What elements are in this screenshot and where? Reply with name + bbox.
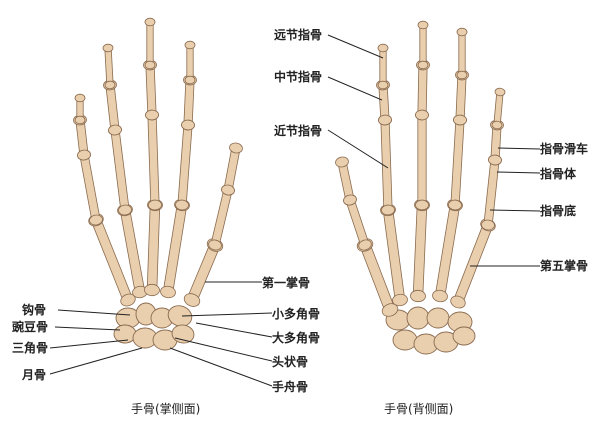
- phalanx-bone: [74, 93, 86, 125]
- label-trapezium: 大多角骨: [272, 331, 321, 345]
- label-first-metacarpal: 第一掌骨: [262, 276, 311, 290]
- leader-line: [174, 337, 273, 362]
- palmar-hand-skeleton: [73, 17, 243, 351]
- phalanx-bone: [380, 203, 408, 307]
- label-phalanx-base: 指骨底: [540, 204, 577, 218]
- thumb-bone: [221, 142, 243, 196]
- dorsal-hand-skeleton: [335, 20, 506, 355]
- label-trapezoid: 小多角骨: [272, 307, 321, 321]
- leader-line: [169, 347, 273, 387]
- phalanx-bone: [144, 198, 163, 297]
- phalanx-bone: [378, 114, 395, 216]
- phalanx-bone: [417, 20, 429, 70]
- phalanx-bone: [410, 198, 430, 303]
- caption-palmar-view: 手骨(掌侧面): [131, 402, 201, 416]
- carpal-bone: [392, 329, 418, 351]
- carpal-bone: [167, 305, 193, 327]
- leader-line: [195, 322, 273, 338]
- leader-line: [489, 209, 541, 212]
- label-scaphoid: 手舟骨: [272, 380, 309, 394]
- phalanx-bone: [448, 114, 467, 211]
- leader-line: [49, 347, 143, 375]
- leader-line: [327, 34, 384, 59]
- carpal-bone: [406, 306, 430, 330]
- leader-line: [57, 309, 131, 316]
- leader-line: [54, 326, 121, 331]
- leader-line: [497, 147, 541, 150]
- phalanx-bone: [184, 40, 196, 85]
- phalanx-bone: [77, 149, 103, 226]
- label-phalanx-trochlea: 指骨滑车: [540, 142, 589, 156]
- phalanx-bone: [175, 119, 195, 211]
- label-triquetrum: 三角骨: [12, 341, 49, 355]
- label-hamate: 钩骨: [22, 303, 47, 317]
- leader-line: [327, 76, 383, 101]
- phalanx-bone: [481, 154, 502, 231]
- label-proximal-phalanx: 近节指骨: [274, 124, 323, 138]
- label-pisiform: 豌豆骨: [12, 320, 49, 334]
- label-lunate: 月骨: [22, 368, 47, 382]
- phalanx-bone: [102, 43, 116, 90]
- phalanx-bone: [456, 27, 468, 80]
- label-leader-lines: [49, 34, 541, 387]
- leader-line: [496, 171, 541, 174]
- caption-dorsal-view: 手骨(背侧面): [384, 402, 454, 416]
- carpal-bone: [426, 307, 450, 329]
- label-capitate: 头状骨: [272, 355, 309, 369]
- label-middle-phalanx: 中节指骨: [274, 70, 323, 84]
- phalanx-bone: [415, 109, 429, 211]
- leader-line: [327, 129, 389, 169]
- thumb-bone: [335, 156, 357, 206]
- phalanx-bone: [144, 17, 156, 70]
- phalanx-bone: [145, 109, 162, 211]
- phalanx-bone: [491, 87, 506, 130]
- label-fifth-metacarpal: 第五掌骨: [540, 259, 589, 273]
- phalanx-bone: [108, 124, 132, 216]
- carpal-bone: [452, 326, 476, 346]
- phalanx-bone: [450, 218, 496, 309]
- label-distal-phalanx: 远节指骨: [274, 28, 323, 42]
- label-phalanx-body: 指骨体: [540, 167, 577, 181]
- phalanx-bone: [160, 198, 190, 299]
- leader-line: [49, 339, 129, 349]
- phalanx-bone: [377, 43, 389, 90]
- leader-line: [181, 312, 273, 317]
